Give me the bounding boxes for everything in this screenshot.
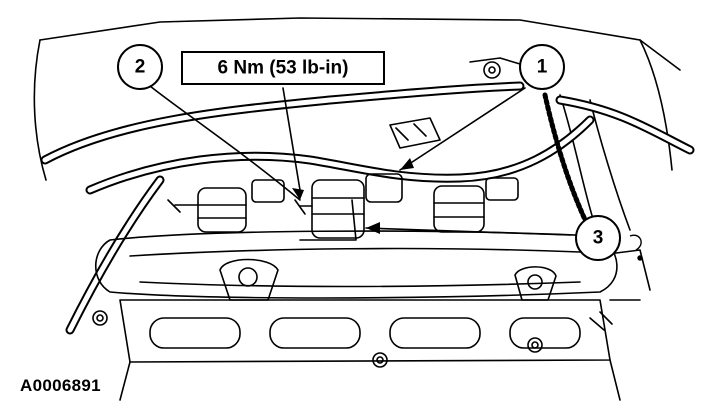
callout-1-label: 1: [537, 57, 548, 78]
intake-manifold: [119, 299, 621, 401]
arrowheads: [292, 158, 414, 234]
callout-2: 2: [117, 44, 163, 90]
wiring-harness: [40, 81, 695, 335]
lifting-brackets: [219, 258, 557, 301]
callout-3-label: 3: [593, 228, 604, 249]
ignition-coil-center: [294, 173, 403, 241]
engine-bay-outline: [33, 17, 681, 301]
torque-label: 6 Nm (53 lb-in): [181, 51, 385, 85]
callout-2-label: 2: [135, 57, 146, 78]
connector-hook: [629, 234, 643, 261]
valve-cover: [95, 230, 618, 299]
torque-label-text: 6 Nm (53 lb-in): [218, 58, 349, 79]
callout-3: 3: [575, 215, 621, 261]
figure-id: A0006891: [20, 376, 101, 395]
ignition-coil-right: [433, 177, 519, 233]
leader-lines: [149, 85, 571, 236]
manifold-bolts: [92, 310, 613, 368]
ignition-coil-left: [167, 179, 285, 233]
callout-1: 1: [519, 44, 565, 90]
